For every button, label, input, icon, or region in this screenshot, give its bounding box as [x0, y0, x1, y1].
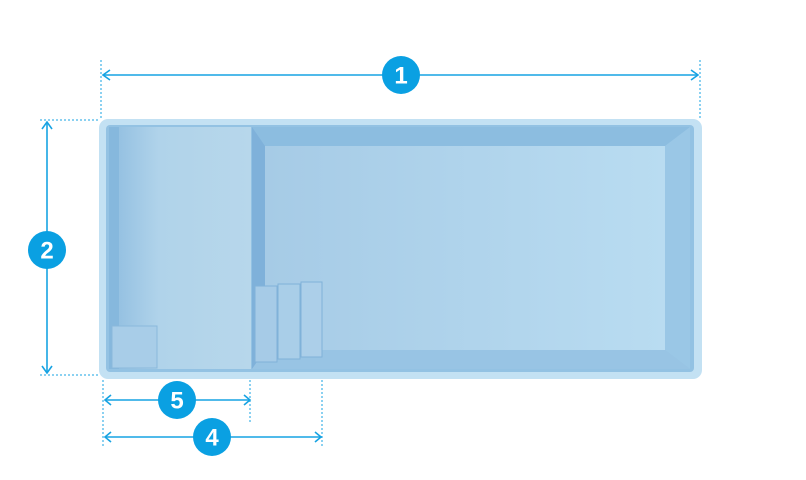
right-wall [665, 127, 690, 369]
step [300, 281, 323, 358]
pool-floor [265, 146, 665, 350]
corner-bench [111, 325, 158, 369]
near-wall [252, 350, 690, 369]
dimension-overall-width: 2 [28, 120, 66, 375]
dimension-overall-length: 1 [101, 56, 700, 94]
dimension-number: 1 [394, 63, 407, 90]
dimension-marker [382, 56, 420, 94]
dimension-number: 5 [170, 388, 183, 415]
dimension-number: 4 [205, 425, 219, 452]
far-wall [252, 127, 690, 146]
step [277, 283, 301, 360]
dimension-bench-section-length: 5 [103, 381, 252, 419]
pool-steps [254, 281, 323, 363]
dimension-marker [158, 381, 196, 419]
dimension-marker [28, 231, 66, 269]
dimension-marker [193, 418, 231, 456]
dimension-number: 2 [40, 238, 53, 265]
dimension-steps-section-length: 4 [103, 418, 323, 456]
bench-section-wall [109, 127, 119, 369]
step [254, 285, 278, 363]
pool-shape [99, 119, 702, 379]
